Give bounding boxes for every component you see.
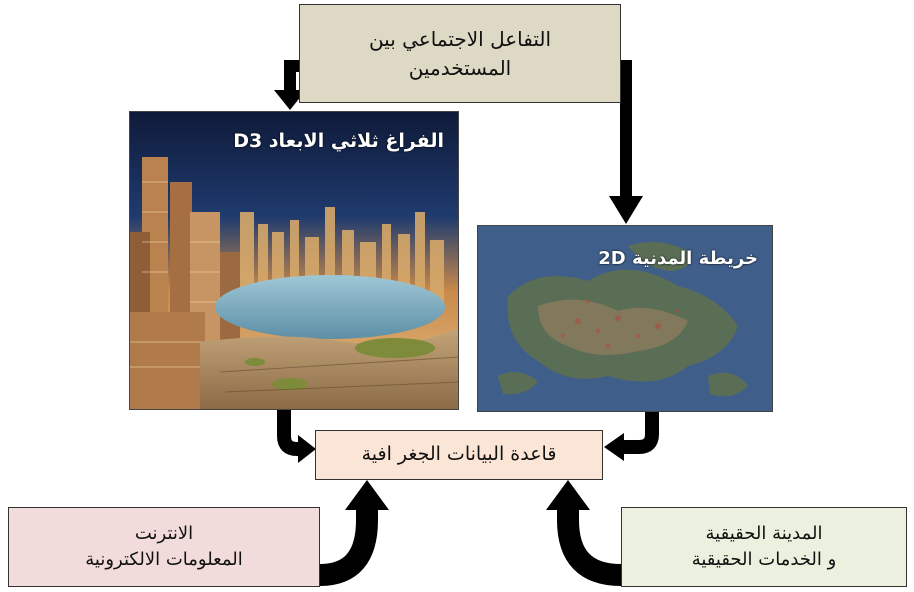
geographic-database-box: قاعدة البيانات الجغر افية (315, 430, 603, 480)
arrow-3d-to-db (277, 410, 316, 463)
real-city-line2: و الخدمات الحقيقية (691, 549, 837, 570)
3d-space-image: الفراغ ثلاثي الابعاد D3 (129, 111, 459, 410)
internet-box: الانترنت المعلومات الالكترونية (8, 507, 320, 587)
arrow-realcity-to-db (546, 480, 622, 586)
social-interaction-box: التفاعل الاجتماعي بين المستخدمين (299, 4, 621, 103)
social-interaction-line1: التفاعل الاجتماعي بين (368, 26, 552, 51)
internet-line2: المعلومات الالكترونية (85, 549, 243, 570)
3d-space-label: الفراغ ثلاثي الابعاد D3 (233, 130, 444, 152)
internet-line1: الانترنت (134, 522, 194, 544)
arrow-social-to-3d (274, 60, 306, 110)
real-city-box: المدينة الحقيقية و الخدمات الحقيقية (621, 507, 907, 587)
real-city-line1: المدينة الحقيقية (705, 522, 823, 544)
social-interaction-line2: المستخدمين (408, 55, 512, 80)
arrow-social-to-map (609, 60, 643, 224)
arrow-internet-to-db (319, 480, 389, 586)
arrow-map-to-db (604, 412, 659, 461)
geographic-database-label: قاعدة البيانات الجغر افية (361, 443, 557, 466)
2d-city-map-image: خريطة المدنية 2D (477, 225, 773, 412)
3d-city-illustration (130, 112, 458, 409)
2d-map-label: خريطة المدنية 2D (598, 248, 758, 269)
2d-map-illustration (478, 226, 772, 411)
